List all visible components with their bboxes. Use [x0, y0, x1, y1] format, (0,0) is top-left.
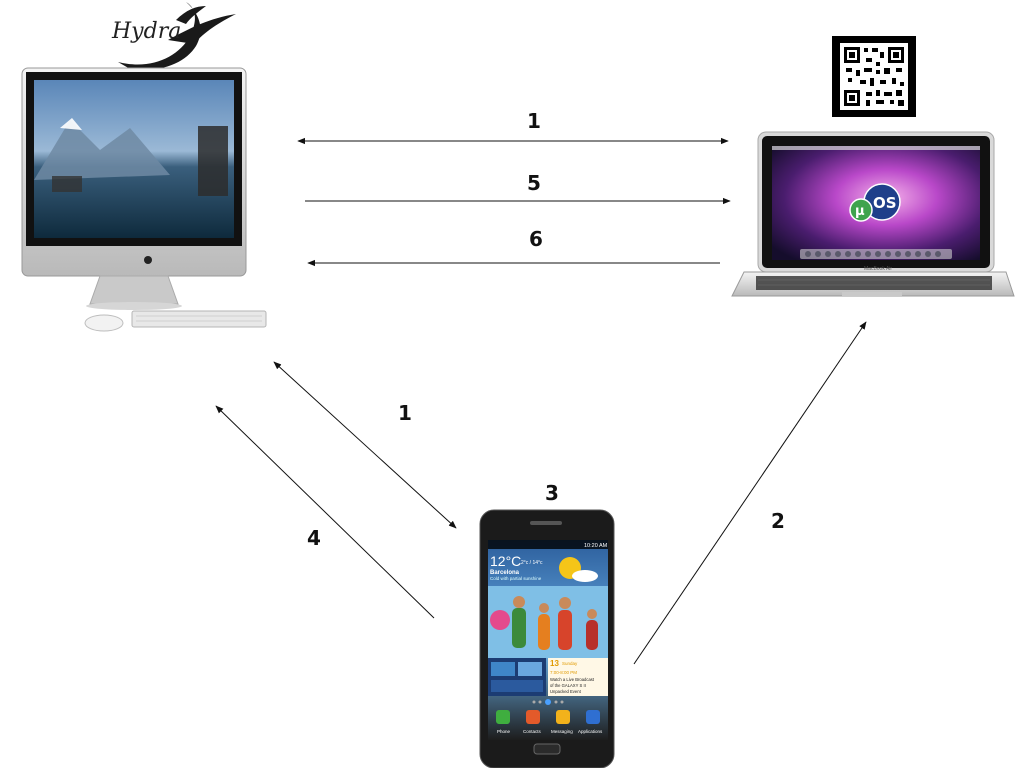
hydra-logo-text: Hydra	[111, 19, 181, 44]
arrow-imac-phone-1	[273, 361, 457, 529]
macbook-laptop: OS µ MacBook Air	[731, 131, 1015, 297]
arrows	[215, 137, 867, 665]
label-arrow-5: 5	[527, 171, 541, 195]
phone-speaker	[530, 521, 562, 525]
imac-screen-panel	[198, 126, 228, 196]
label-arrow-1-top: 1	[527, 109, 541, 133]
label-arrow-4: 4	[307, 526, 321, 550]
calendar-event-line-1: Watch a Live Broadcast	[550, 677, 595, 682]
phone-dock: Phone Contacts Messaging Applications	[496, 710, 603, 734]
arrow-phone-to-laptop-2	[633, 321, 867, 665]
muos-logo-icon: OS µ	[849, 183, 901, 222]
calendar-time: 7:00-8:00 PM	[550, 670, 577, 675]
svg-text:µ: µ	[855, 204, 865, 219]
weather-widget: 12°C 2°c / 14°c Barcelona Cold with part…	[490, 553, 598, 582]
dock-label-contacts: Contacts	[523, 729, 542, 734]
imac-keyboard	[131, 310, 267, 328]
phone-status-bar	[488, 540, 608, 549]
calendar-event-line-3: Unpacked Event	[550, 689, 582, 694]
applications-app-icon[interactable]	[586, 710, 600, 724]
laptop-brand-label: MacBook Air	[864, 266, 892, 272]
label-arrow-2: 2	[771, 509, 785, 533]
contacts-app-icon[interactable]	[526, 710, 540, 724]
weather-temp: 12°C	[490, 553, 521, 569]
weather-desc: Cold with partial sunshine	[490, 576, 542, 581]
messaging-app-icon[interactable]	[556, 710, 570, 724]
calendar-weekday: Sunday	[562, 661, 578, 666]
apple-logo-icon	[144, 256, 152, 264]
dock-label-applications: Applications	[578, 729, 603, 734]
laptop-keyboard	[756, 276, 992, 290]
page-indicator	[532, 699, 564, 705]
label-phone-3: 3	[545, 481, 559, 505]
weather-city: Barcelona	[490, 570, 520, 576]
weather-range: 2°c / 14°c	[521, 560, 543, 566]
calendar-day: 13	[550, 659, 559, 668]
calendar-widget: 13 Sunday 7:00-8:00 PM Watch a Live Broa…	[548, 658, 608, 696]
imac-computer	[21, 67, 267, 332]
calendar-event-line-2: of the GALAXY S II	[550, 683, 586, 688]
qr-code	[832, 36, 916, 117]
imac-mouse	[84, 314, 124, 332]
cloud-icon	[572, 570, 598, 582]
svg-text:OS: OS	[873, 194, 897, 212]
smartphone: 10:20 AM 12°C 2°c / 14°c Barcelona Cold …	[479, 509, 615, 768]
dock-label-phone: Phone	[497, 729, 511, 734]
dock-label-messaging: Messaging	[551, 729, 573, 734]
label-arrow-6: 6	[529, 227, 543, 251]
hydra-logo: Hydra	[111, 2, 236, 71]
label-arrow-1-diag: 1	[398, 401, 412, 425]
arrow-phone-to-imac-4	[215, 405, 435, 619]
phone-home-button[interactable]	[533, 743, 561, 755]
phone-app-icon[interactable]	[496, 710, 510, 724]
phone-status-time: 10:20 AM	[584, 543, 608, 549]
